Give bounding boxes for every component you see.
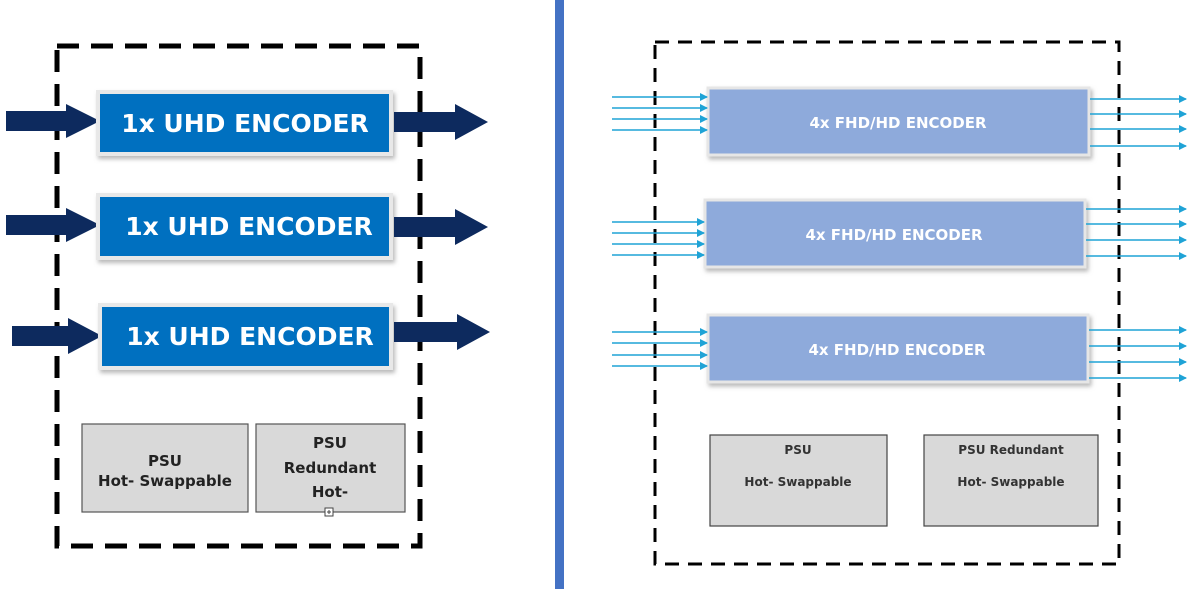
right-encoder-box-3 — [706, 313, 1090, 384]
left-psu-2-line-1: PSU — [313, 434, 347, 452]
right-encoder-row-2: 4x FHD/HD ENCODER — [703, 198, 1087, 269]
left-output-arrow-2 — [394, 209, 488, 245]
left-encoder-label-1: 1x UHD ENCODER — [121, 109, 369, 138]
right-encoder-row-3: 4x FHD/HD ENCODER — [706, 313, 1090, 384]
right-psu-1-line-2: Hot- Swappable — [744, 475, 851, 489]
right-encoder-label-1: 4x FHD/HD ENCODER — [809, 114, 987, 132]
right-psu-2: PSU Redundant Hot- Swappable — [923, 434, 1099, 527]
left-psu-1-line-2: Hot- Swappable — [98, 472, 232, 490]
right-psu-2-line-1: PSU Redundant — [958, 443, 1064, 457]
right-psu-1: PSU Hot- Swappable — [709, 434, 888, 527]
left-encoder-box-3 — [98, 303, 393, 370]
left-encoder-row-2: 1x UHD ENCODER — [6, 193, 488, 260]
right-signal-arrows — [612, 93, 1187, 382]
right-psu-box-1 — [709, 434, 888, 527]
left-encoder-label-3: 1x UHD ENCODER — [126, 322, 374, 351]
text-overflow-handle-icon[interactable] — [324, 507, 334, 517]
left-encoder-label-2: 1x UHD ENCODER — [125, 212, 373, 241]
left-psu-2-line-3: Hot- — [312, 483, 348, 501]
left-psu-box-1 — [81, 423, 249, 513]
left-psu-2-line-2: Redundant — [284, 459, 377, 477]
left-output-arrow-3 — [394, 314, 490, 350]
left-psu-2: PSU Redundant Hot- — [255, 423, 406, 513]
left-encoder-row-1: 1x UHD ENCODER — [6, 90, 488, 156]
right-psu-2-line-2: Hot- Swappable — [957, 475, 1064, 489]
right-psu-box-2 — [923, 434, 1099, 527]
left-psu-1: PSU Hot- Swappable — [81, 423, 249, 513]
right-chassis-outline — [653, 40, 1121, 566]
left-chassis-outline — [54, 43, 423, 549]
right-encoder-label-2: 4x FHD/HD ENCODER — [805, 226, 983, 244]
left-input-arrow-3 — [12, 318, 102, 354]
right-psu-1-line-1: PSU — [784, 443, 811, 457]
right-encoder-box-1 — [706, 86, 1091, 157]
left-encoder-row-3: 1x UHD ENCODER — [12, 303, 490, 370]
panel-divider — [555, 0, 564, 589]
left-output-arrow-1 — [394, 104, 488, 140]
left-encoder-box-2 — [96, 193, 393, 260]
right-encoder-row-1: 4x FHD/HD ENCODER — [706, 86, 1091, 157]
left-input-arrow-1 — [6, 104, 100, 138]
left-psu-1-line-1: PSU — [148, 452, 182, 470]
right-encoder-box-2 — [703, 198, 1087, 269]
left-input-arrow-2 — [6, 208, 100, 242]
left-encoder-box-1 — [96, 90, 393, 156]
right-encoder-label-3: 4x FHD/HD ENCODER — [808, 341, 986, 359]
